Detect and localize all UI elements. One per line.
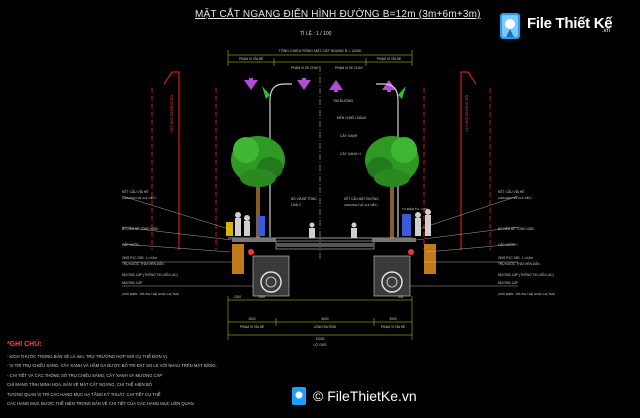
cable-left-label: MƯƠNG CÁP xyxy=(122,281,142,285)
bottom-total: 12000 xyxy=(316,337,325,341)
boundary-left-dash xyxy=(151,88,217,250)
brand-name: File Thiết Kế xyxy=(527,15,613,32)
tree-right xyxy=(365,136,419,238)
lighting-label: ĐÈN CHIẾU SÁNG xyxy=(337,115,367,120)
pvc-right3-label: MƯƠNG CÁP (THÔNG TIN LIÊN LẠC) xyxy=(498,272,554,277)
boundary-left xyxy=(163,71,180,250)
watermark: © FileThietKe.vn xyxy=(291,386,461,408)
water-right-label: CẤP NƯỚC xyxy=(498,242,516,247)
arrow-down-icon xyxy=(244,80,258,90)
dim-small-3: 300 xyxy=(398,295,404,299)
road-surface xyxy=(228,237,416,250)
lamp-icon xyxy=(398,86,406,99)
pipe-right-label: BÓ NỀN BÊ TÔNG N250 xyxy=(498,226,534,231)
bottom-total-label: LỘ GIỚI xyxy=(314,342,327,347)
note-item: CHỈ MANG TÍNH MINH HỌA, BẢN VẼ MẶT CẮT N… xyxy=(7,382,152,388)
note-item: - KÍCH THƯỚC TRONG BẢN VẼ LÀ mm. TRỪ TRƯ… xyxy=(7,354,168,359)
pedestrians xyxy=(235,209,431,238)
lamp-icon xyxy=(262,86,270,99)
drawing-title: MẶT CẮT NGANG ĐIỂN HÌNH ĐƯỜNG B=12m (3m+… xyxy=(195,9,481,20)
notes-list: - KÍCH THƯỚC TRONG BẢN VẼ LÀ mm. TRỪ TRƯ… xyxy=(7,352,217,408)
boundary-right-dash xyxy=(423,88,491,250)
note-item: CÁC HẠNG MỤC ĐƯỢC THỂ HIỆN TRONG BẢN VẼ … xyxy=(7,401,195,407)
curb-left-sub: (XEM BẢN VẼ CHI TIẾT) xyxy=(122,195,156,200)
road-structure-sub: (XEM BẢN VẼ CHI TIẾT) xyxy=(344,202,378,207)
watermark-file-icon xyxy=(292,387,306,405)
dim-small-2: 1500 xyxy=(258,295,265,299)
arrow-up-icon xyxy=(329,80,343,90)
file-icon xyxy=(500,13,520,39)
carriage-right-label: PHẠM VI XE CHẠY xyxy=(335,66,364,70)
tuyen-right-label: TỦ ĐIỆN TH - CSP xyxy=(402,206,428,211)
cable-left-sub: (CẤP ĐIỆN : TRUNG THẾ HOẶC HẠ THẾ) xyxy=(122,291,179,296)
bottom-dim-mid: 6000 xyxy=(321,317,328,321)
callout-lines-right xyxy=(410,195,519,287)
watermark-text: © FileThietKe.vn xyxy=(313,388,417,404)
bottom-dim-right: 3000 xyxy=(389,317,396,321)
carriage-left-label: PHẠM VI XE CHẠY xyxy=(291,66,320,70)
water-left-label: CẤP NƯỚC xyxy=(122,242,140,247)
pvc-right-label: ỐNG PVC D90 - L=4.0m xyxy=(498,255,533,260)
boundary-right-label: CHỈ GIỚI ĐƯỜNG ĐỎ xyxy=(464,95,469,132)
boundary-right xyxy=(460,71,477,250)
cabinets xyxy=(226,214,411,236)
note-item: TƯƠNG QUAN VỊ TRÍ CÁC HẠNG MỤC HẠ TẦNG K… xyxy=(7,391,161,397)
curb-right-sub: (XEM BẢN VẼ CHI TIẾT) xyxy=(498,195,532,200)
road-structure-label: KẾT CẤU MẶT ĐƯỜNG xyxy=(344,196,379,201)
notes-heading: *GHI CHÚ: xyxy=(7,341,42,348)
pvc-left-label: ỐNG PVC D90 - L=4.0m xyxy=(122,255,157,260)
tree-left xyxy=(231,136,285,238)
centerline-label: TIM ĐƯỜNG xyxy=(333,98,353,103)
utility-right xyxy=(373,244,436,297)
pvc-right2-label: TRỤ NƯỚC THẢI VIỄN DẪN xyxy=(498,261,540,266)
curb-right-label: KẾT CẤU VỈA HÈ xyxy=(498,189,525,194)
cable-right-sub: (CẤP ĐIỆN : TRUNG THẾ HOẶC HẠ THẾ) xyxy=(498,291,555,296)
brand-logo[interactable]: File Thiết Kế .vn xyxy=(498,9,636,43)
tree-label: CÂY XANH xyxy=(340,134,358,138)
note-item: - VỊ TRÍ TRỤ CHIẾU SÁNG, CÂY XANH VÀ HẦM… xyxy=(7,363,217,369)
dim-small-1: 1200 xyxy=(234,295,241,299)
top-dim-label: TỔNG CHIỀU RỘNG MẶT CẮT NGANG B = 12000 xyxy=(279,48,362,53)
bottom-left-label: PHẠM VI VỈA HÈ xyxy=(240,324,264,329)
note-item: - CHI TIẾT VÀ CÁC THÔNG SỐ TRỤ CHIẾU SÁN… xyxy=(7,372,163,378)
bottom-dim-left: 3000 xyxy=(248,317,255,321)
bottom-right-label: PHẠM VI VỈA HÈ xyxy=(381,324,405,329)
boundary-left-label: CHỈ GIỚI ĐƯỜNG ĐỎ xyxy=(169,95,174,132)
sidewalk-right-label: PHẠM VI VỈA HÈ xyxy=(377,56,401,61)
bottom-dimension xyxy=(227,296,413,340)
concrete-curb-label: BÓ VỈA BÊ TÔNG xyxy=(291,196,317,201)
curb-left-label: KẾT CẤU VỈA HÈ xyxy=(122,189,149,194)
drawing-scale: TỈ LỆ : 1 / 100 xyxy=(300,31,332,37)
tree-height-label: CÂY XANH H xyxy=(340,152,361,156)
utility-left xyxy=(232,244,290,297)
pvc-left2-label: TRỤ NƯỚC THẢI VIỄN DẪN xyxy=(122,261,164,266)
pipe-left-label: BÓ NỀN BÊ TÔNG N250 xyxy=(122,226,158,231)
sidewalk-left-label: PHẠM VI VỈA HÈ xyxy=(239,56,263,61)
cable-right-label: MƯƠNG CÁP xyxy=(498,281,518,285)
bottom-mid-label: LÒNG ĐƯỜNG xyxy=(314,324,337,329)
concrete-curb-sub: LOẠI 2 xyxy=(291,203,301,207)
arrow-down-icon xyxy=(297,80,311,90)
callout-lines-left xyxy=(121,195,253,287)
pvc-left3-label: MƯƠNG CÁP (THÔNG TIN LIÊN LẠC) xyxy=(122,272,178,277)
brand-domain: .vn xyxy=(602,28,611,34)
top-dimension xyxy=(227,50,413,66)
